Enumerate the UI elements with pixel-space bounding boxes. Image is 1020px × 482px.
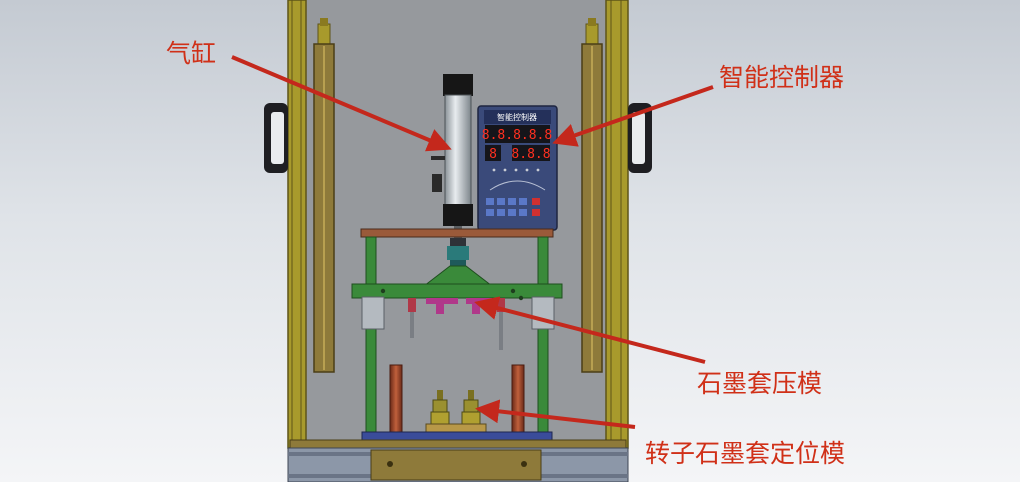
arrow-controller [552,85,714,147]
left-light-curtain [313,18,335,373]
callout-arrows [231,55,714,429]
controller-keypad [486,198,540,216]
pressing-plate [351,265,563,301]
arrow-cylinder [231,55,452,152]
smart-controller: 智能控制器 8.8.8.8.8 8 8.8.8 [477,105,558,231]
label-press-die: 石墨套压模 [697,369,823,398]
controller-display-lower-right: 8.8.8 [511,147,550,162]
left-door-handle [264,103,288,173]
guide-posts [389,364,525,436]
label-controller: 智能控制器 [719,63,845,92]
right-light-curtain [581,18,603,373]
arrow-positioning-die [475,399,636,429]
controller-title: 智能控制器 [497,112,537,122]
controller-display-upper: 8.8.8.8.8 [482,128,552,143]
label-positioning-die: 转子石墨套定位模 [645,439,846,468]
controller-display-lower-left: 8 [489,147,497,162]
piston-connector [447,238,469,268]
right-door-handle [628,103,652,173]
aluminum-extrusion-base [287,447,629,482]
controller-indicator-row [492,168,540,172]
cabinet-right-frame [605,0,629,449]
label-cylinder: 气缸 [166,39,217,68]
cabinet-left-frame [287,0,307,449]
arrow-press-die [474,296,706,364]
top-platen [360,228,554,238]
air-cylinder [431,74,473,240]
